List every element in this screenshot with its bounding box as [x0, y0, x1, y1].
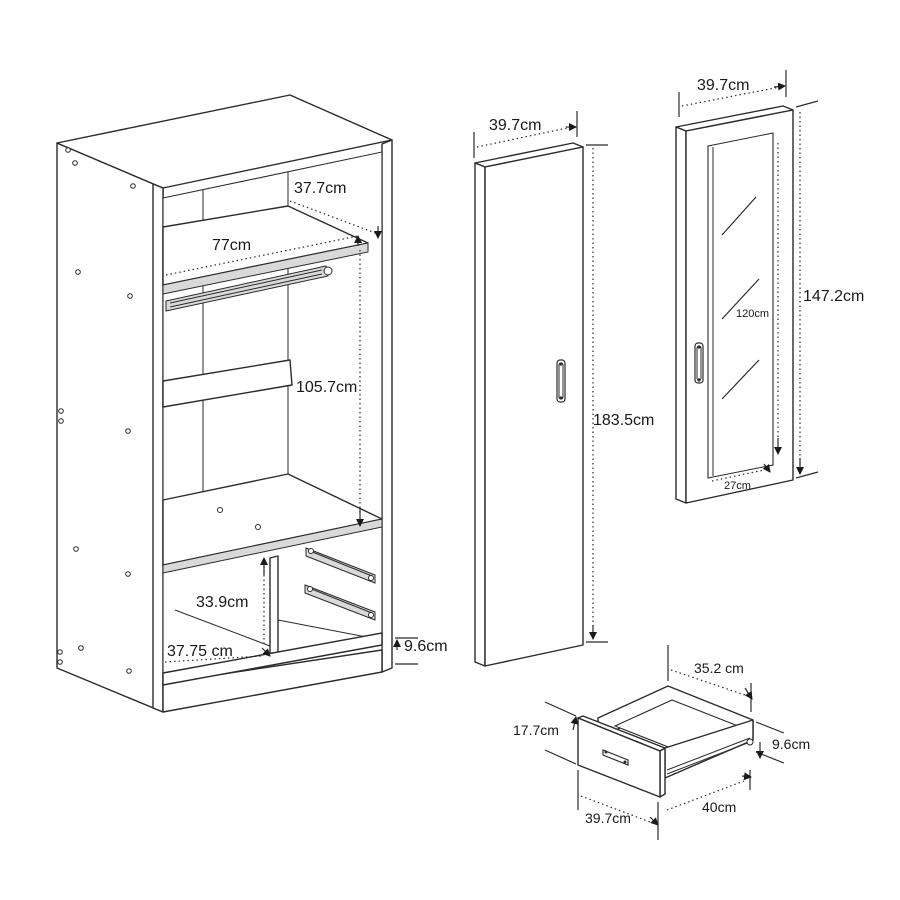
- wardrobe-width-label: 77cm: [212, 237, 251, 254]
- wardrobe-bay-divider: [269, 555, 279, 659]
- wardrobe-top-shelf-edge: [162, 242, 369, 295]
- drawer-front-height-label: 17.7cm: [513, 722, 559, 738]
- plain-door-face: [474, 162, 486, 667]
- wardrobe-plinth: [162, 649, 383, 713]
- wardrobe-carcass: 37.7cm 77cm 105.7cm 33.9cm 37.75 cm 9.6c…: [56, 94, 448, 713]
- drawer-front-edge-side: [659, 747, 666, 798]
- wardrobe-right-side-panel: [381, 139, 393, 673]
- wardrobe-middle-rail: [162, 359, 293, 408]
- glass-height-label: 120cm: [736, 308, 769, 320]
- wardrobe-plinth-height-label: 9.6cm: [404, 638, 448, 655]
- wardrobe-left-side-panel: [56, 142, 164, 713]
- plain-door-width-label: 39.7cm: [489, 117, 541, 134]
- drawer: 35.2 cm 17.7cm 9.6cm 39.7cm 40cm: [513, 645, 810, 840]
- glass-door-side-edge: [675, 126, 687, 504]
- plain-door-height-label: 183.5cm: [593, 412, 654, 429]
- glass-door-width-label: 39.7cm: [697, 77, 749, 94]
- drawer-front-width-label: 39.7cm: [585, 810, 631, 826]
- side-panel-holes: [57, 147, 136, 674]
- drawer-runner-lower: [304, 584, 376, 621]
- glass-door-height-label: 147.2cm: [803, 288, 864, 305]
- wardrobe-hanging-height-label: 105.7cm: [296, 379, 357, 396]
- drawer-depth-label: 40cm: [702, 799, 736, 815]
- drawer-box-height-label: 9.6cm: [772, 736, 810, 752]
- wardrobe-bottom-shelf: [162, 632, 383, 686]
- glass-door-handle: [694, 342, 704, 384]
- wardrobe-bay-height-label: 33.9cm: [196, 594, 248, 611]
- glass-door: 39.7cm 147.2cm 120cm 27cm: [675, 70, 864, 504]
- plain-door: 39.7cm 183.5cm: [473, 111, 654, 667]
- glass-pane: [707, 132, 774, 479]
- wardrobe-left-front-edge: [152, 183, 164, 713]
- drawer-handle: [602, 749, 629, 766]
- plain-door-handle: [556, 359, 566, 403]
- wardrobe-depth-label: 37.7cm: [294, 180, 346, 197]
- wardrobe-middle-shelf-edge: [162, 518, 383, 574]
- wardrobe-bay-width-label: 37.75 cm: [167, 643, 233, 660]
- drawer-inner-width-label: 35.2 cm: [694, 660, 744, 676]
- plain-door-front: [484, 146, 584, 667]
- glass-width-label: 27cm: [724, 480, 751, 492]
- drawer-runner-upper: [305, 547, 376, 584]
